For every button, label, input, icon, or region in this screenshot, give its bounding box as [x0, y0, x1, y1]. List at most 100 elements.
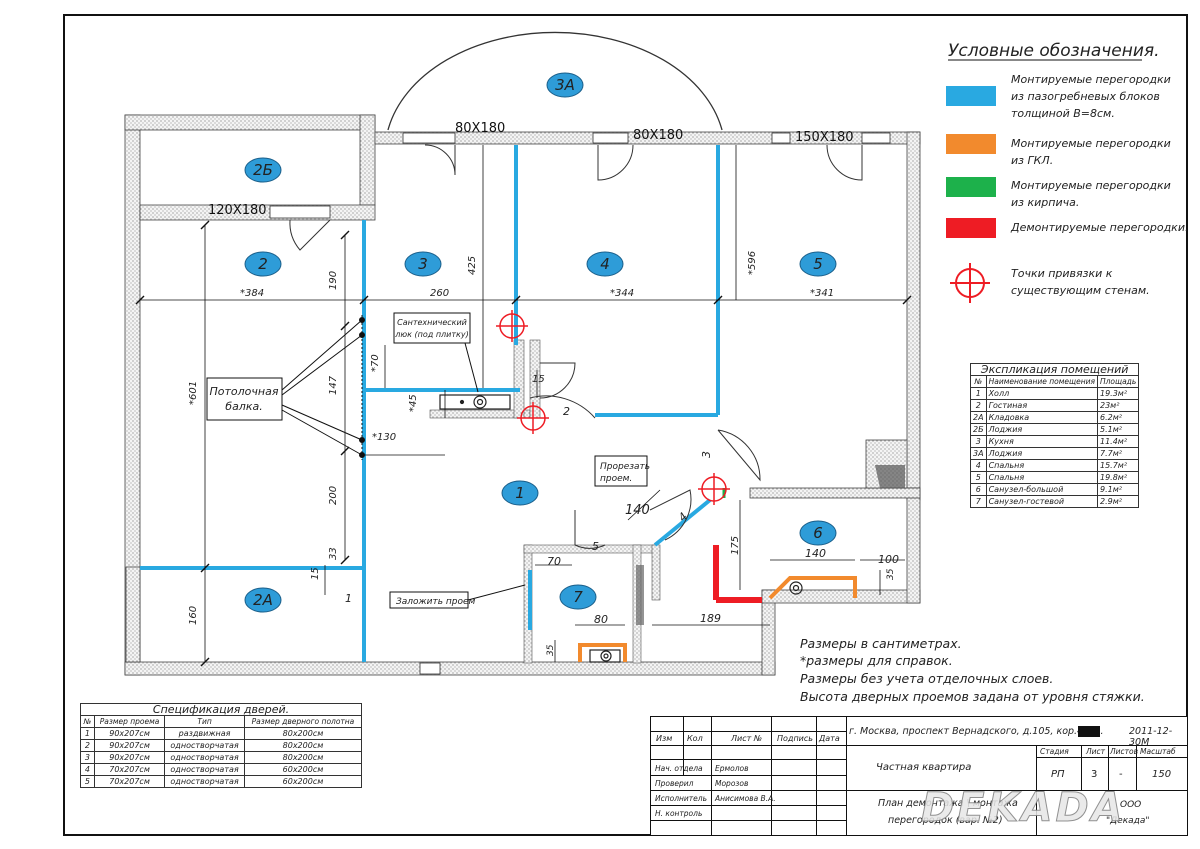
tb-header: Изм — [656, 734, 673, 743]
room-2a-label: 2А — [253, 591, 273, 609]
notes: Размеры в сантиметрах. *размеры для спра… — [800, 636, 1145, 704]
tb-scale: 150 — [1152, 769, 1172, 780]
legend-text: из кирпича. — [1011, 196, 1079, 209]
tb-list: 3 — [1091, 769, 1098, 780]
table-cell: одностворчатая — [164, 751, 245, 764]
tb-person: Анисимова В.А. — [715, 794, 776, 803]
dim-text: 15 — [310, 567, 321, 580]
dim-text: *344 — [610, 288, 634, 299]
table-cell: 70х207см — [93, 775, 166, 788]
tb-person: Ермолов — [715, 764, 749, 773]
tb-lists: - — [1119, 769, 1123, 780]
legend-text: Точки привязки к — [1011, 267, 1113, 280]
table-cell: 3 — [970, 435, 987, 448]
table-cell: Холл — [985, 387, 1098, 400]
table-cell: раздвижная — [164, 727, 245, 740]
dim-text: 100 — [878, 553, 899, 566]
table-cell: 15.7м² — [1096, 459, 1140, 472]
doors-spec-table: Спецификация дверей. № Размер проема Тип… — [80, 703, 363, 788]
tb-project: Частная квартира — [876, 762, 972, 773]
table-cell: 1 — [970, 387, 987, 400]
tb-role: Нач. отдела — [655, 764, 703, 773]
table-cell: 2А — [970, 411, 987, 424]
plumbing-fixtures — [439, 394, 803, 663]
table-cell: Санузел-гостевой — [985, 495, 1098, 508]
room-4-label: 4 — [600, 255, 610, 273]
door-number: 2 — [563, 405, 570, 418]
legend-swatch-brick — [946, 177, 996, 197]
dim-text: 147 — [328, 375, 339, 395]
tb-header: Лист № — [731, 734, 763, 743]
table-cell: 2.9м² — [1096, 495, 1140, 508]
table-cell: Гостиная — [985, 399, 1098, 412]
exterior-walls — [124, 114, 921, 676]
cut-label-line2: проем. — [600, 474, 632, 484]
doors-spec-caption: Спецификация дверей. — [80, 703, 362, 716]
note-line: Размеры в сантиметрах. — [800, 636, 962, 651]
table-cell: 90х207см — [93, 751, 166, 764]
table-cell: 19.3м² — [1096, 387, 1140, 400]
dim-text: 35 — [886, 568, 896, 580]
note-line: *размеры для справок. — [800, 653, 953, 668]
tb-header: Лист — [1086, 747, 1106, 756]
anchor-crosshair-icon — [950, 263, 990, 303]
dim-text: 190 — [328, 271, 339, 290]
table-header: Наименование помещения — [985, 375, 1098, 388]
sheet-frame — [63, 14, 1188, 836]
table-cell: 2 — [80, 739, 95, 752]
room-7-label: 7 — [573, 588, 583, 606]
tb-org: ООО — [1120, 800, 1142, 810]
ceiling-beam-lines — [281, 315, 365, 460]
table-cell: 70х207см — [93, 763, 166, 776]
dim-text: *384 — [240, 288, 264, 299]
shaft-shading — [875, 465, 905, 488]
redacted-block — [1078, 726, 1100, 737]
table-cell: 6.2м² — [1096, 411, 1140, 424]
table-cell: 11.4м² — [1096, 435, 1140, 448]
table-cell: Лоджия — [985, 447, 1098, 460]
legend-text: из ГКЛ. — [1011, 154, 1053, 167]
windows — [269, 132, 891, 675]
legend-swatch-blocks — [946, 86, 996, 106]
table-header: Размер проема — [93, 715, 166, 728]
annotations: Потолочная балка. Сантехнический люк (по… — [206, 312, 650, 609]
dim-text: 425 — [467, 256, 478, 275]
legend-title: Условные обозначения. — [948, 41, 1160, 61]
door-swings — [289, 144, 863, 549]
tb-header: Подпись — [777, 734, 813, 743]
table-cell: 9.1м² — [1096, 483, 1140, 496]
room-markers — [244, 72, 837, 613]
gkl-partitions — [578, 576, 857, 662]
table-cell: 2 — [970, 399, 987, 412]
table-cell: 4 — [970, 459, 987, 472]
tb-header: Кол — [687, 734, 703, 743]
note-line: Размеры без учета отделочных слоев. — [800, 671, 1053, 686]
table-cell: 5 — [970, 471, 987, 484]
dim-text: 189 — [700, 612, 721, 625]
tb-code: 2011-12-30М — [1129, 726, 1173, 748]
dim-text: 33 — [328, 547, 339, 560]
table-cell: 1 — [80, 727, 95, 740]
table-cell: 3А — [970, 447, 987, 460]
legend-text: Демонтируемые перегородки. — [1010, 221, 1188, 234]
table-header: Площадь — [1096, 375, 1140, 388]
tb-sheet-title: перегородок (вар. №2) — [888, 815, 1003, 826]
dim-text: *70 — [370, 354, 381, 372]
explication-table: Экспликация помещений № Наименование пом… — [969, 363, 1140, 508]
dim-text: 140 — [625, 503, 650, 518]
table-cell: одностворчатая — [164, 763, 245, 776]
table-cell: 2Б — [970, 423, 987, 436]
table-cell: Спальня — [985, 459, 1098, 472]
legend-text: толщиной В=8см. — [1011, 107, 1115, 120]
legend-text: из пазогребневых блоков — [1011, 90, 1160, 103]
legend-swatch-gkl — [946, 134, 996, 154]
table-cell: 23м² — [1096, 399, 1140, 412]
legend: Условные обозначения. Монтируемые перего… — [946, 41, 1188, 303]
